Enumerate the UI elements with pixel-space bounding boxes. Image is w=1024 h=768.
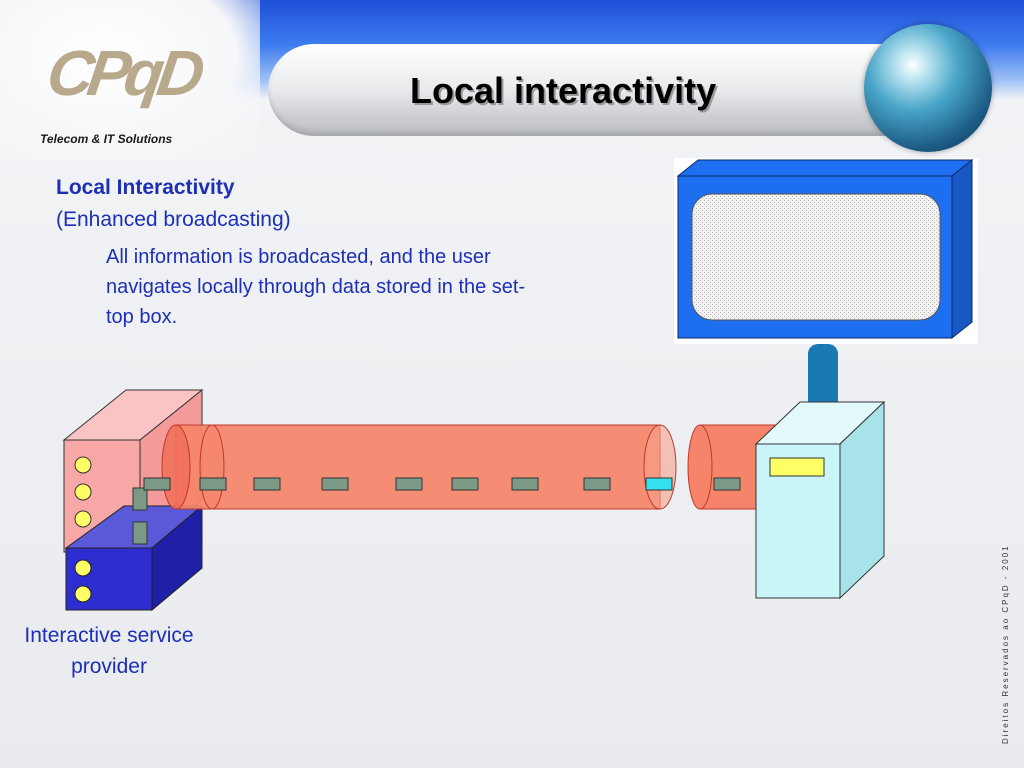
broadcast-tube — [161, 424, 677, 510]
data-packet — [253, 477, 281, 491]
data-packet — [713, 477, 741, 491]
indicator-light — [74, 559, 92, 577]
slide-title: Local interactivity — [410, 70, 717, 111]
set-top-box — [754, 400, 886, 600]
logo-area: CPqD Telecom & IT Solutions — [0, 0, 260, 160]
data-packet — [583, 477, 611, 491]
content-heading: Local Interactivity — [56, 176, 235, 199]
content-body: All information is broadcasted, and the … — [106, 246, 526, 328]
indicator-light — [74, 483, 92, 501]
data-packet — [321, 477, 349, 491]
data-packet — [199, 477, 227, 491]
copyright-notice: Direitos Reservados ao CPqD - 2001 — [1001, 544, 1010, 744]
tv-top-face — [676, 159, 974, 177]
data-packet — [511, 477, 539, 491]
provider-label: Interactive service provider — [24, 624, 194, 678]
indicator-light — [74, 456, 92, 474]
set-top-box-display — [769, 457, 825, 477]
data-packet — [143, 477, 171, 491]
connector — [132, 521, 148, 545]
tv-icon — [674, 158, 978, 344]
tv-screen — [691, 193, 941, 321]
company-tagline: Telecom & IT Solutions — [40, 132, 173, 146]
content-subheading: (Enhanced broadcasting) — [56, 208, 291, 231]
indicator-light — [74, 585, 92, 603]
title-bar — [268, 44, 908, 136]
server-box — [64, 504, 204, 612]
indicator-light — [74, 510, 92, 528]
data-packet — [451, 477, 479, 491]
connector — [132, 487, 148, 511]
data-packet-highlighted — [645, 477, 673, 491]
globe-icon — [864, 24, 992, 152]
data-packet — [395, 477, 423, 491]
tv-side-face — [951, 158, 973, 340]
